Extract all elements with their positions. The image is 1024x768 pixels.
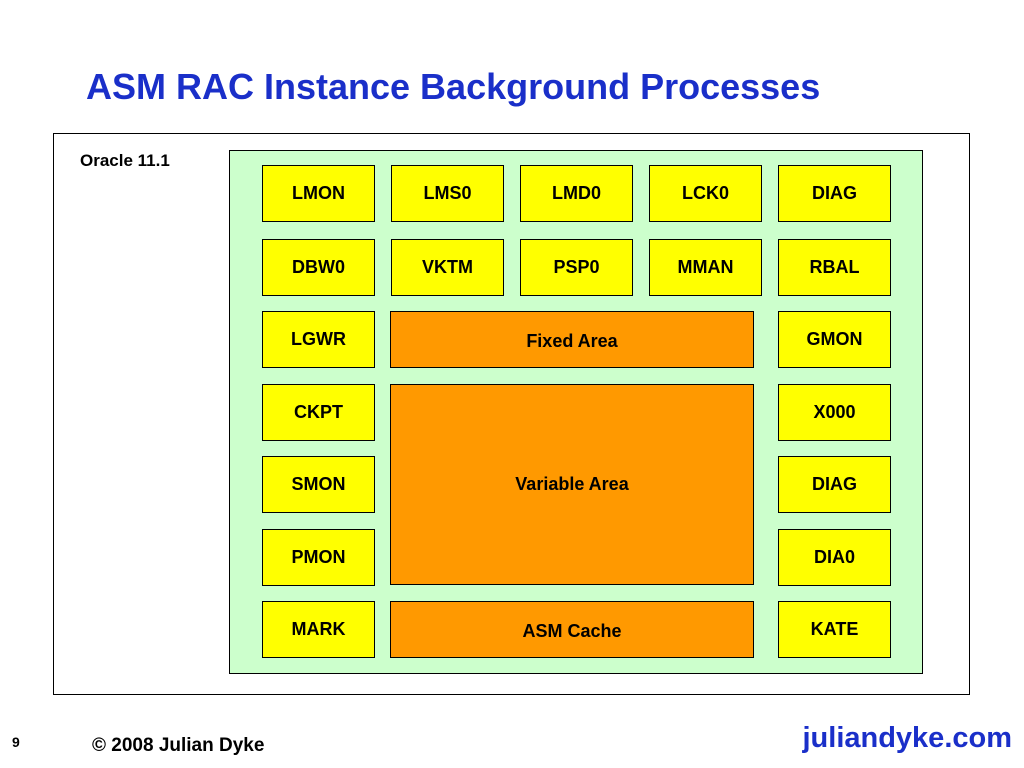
process-box-smon: SMON: [262, 456, 375, 513]
process-box-rbal: RBAL: [778, 239, 891, 296]
process-box-mman: MMAN: [649, 239, 762, 296]
process-box-diag: DIAG: [778, 165, 891, 222]
version-label: Oracle 11.1: [80, 151, 170, 170]
asm-cache-box: ASM Cache: [390, 601, 754, 658]
process-box-psp0: PSP0: [520, 239, 633, 296]
site-link[interactable]: juliandyke.com: [802, 722, 1012, 754]
process-box-lck0: LCK0: [649, 165, 762, 222]
slide-number: 9: [12, 734, 20, 750]
process-box-x000: X000: [778, 384, 891, 441]
fixed-area-box: Fixed Area: [390, 311, 754, 368]
variable-area-box: Variable Area: [390, 384, 754, 585]
process-box-mark: MARK: [262, 601, 375, 658]
process-box-ckpt: CKPT: [262, 384, 375, 441]
process-box-kate: KATE: [778, 601, 891, 658]
process-box-lgwr: LGWR: [262, 311, 375, 368]
process-box-vktm: VKTM: [391, 239, 504, 296]
process-box-diag-2: DIAG: [778, 456, 891, 513]
process-box-pmon: PMON: [262, 529, 375, 586]
process-box-lmon: LMON: [262, 165, 375, 222]
process-box-lmd0: LMD0: [520, 165, 633, 222]
process-box-dia0: DIA0: [778, 529, 891, 586]
process-box-gmon: GMON: [778, 311, 891, 368]
slide-title: ASM RAC Instance Background Processes: [86, 66, 821, 107]
process-box-lms0: LMS0: [391, 165, 504, 222]
copyright-text: © 2008 Julian Dyke: [92, 735, 265, 756]
process-box-dbw0: DBW0: [262, 239, 375, 296]
